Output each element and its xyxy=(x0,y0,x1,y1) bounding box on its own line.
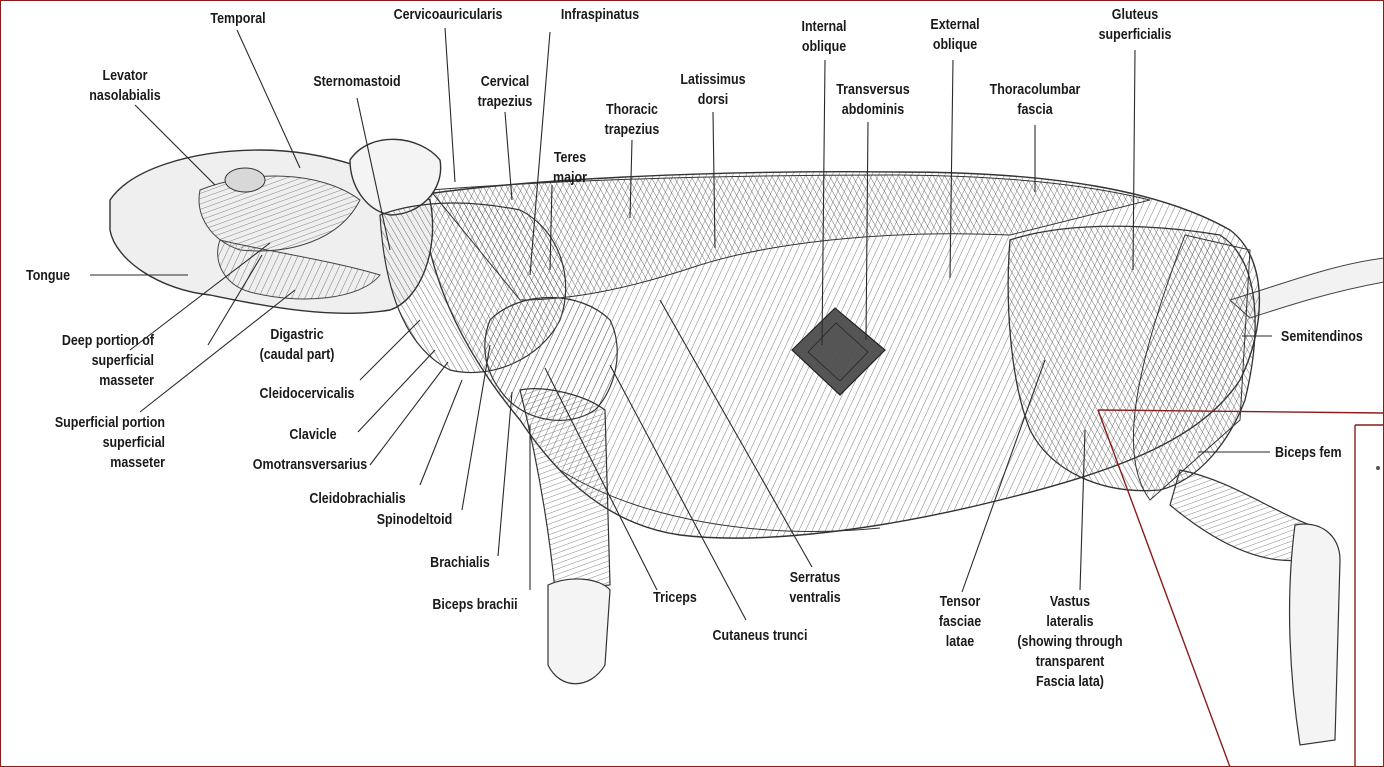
marker-dot xyxy=(1376,466,1380,470)
label-cleidobrachialis: Cleidobrachialis xyxy=(287,489,429,509)
label-sternomastoid: Sternomastoid xyxy=(297,72,417,92)
label-semitendinosus: Semitendinos xyxy=(1281,327,1363,347)
label-cervicoauricularis: Cervicoauricularis xyxy=(379,5,517,25)
hind-foot xyxy=(1290,524,1340,745)
label-omotransversarius: Omotransversarius xyxy=(241,455,379,475)
label-triceps: Triceps xyxy=(641,588,710,608)
label-clavicle: Clavicle xyxy=(274,425,351,445)
label-brachialis: Brachialis xyxy=(417,553,503,573)
label-biceps-brachii: Biceps brachii xyxy=(415,595,535,615)
label-cutaneus-trunci: Cutaneus trunci xyxy=(700,626,820,646)
forepaw xyxy=(548,579,610,684)
label-infraspinatus: Infraspinatus xyxy=(544,5,656,25)
label-temporal: Temporal xyxy=(186,9,289,29)
lower-leg xyxy=(1170,470,1310,560)
label-digastric: Digastric(caudal part) xyxy=(245,325,348,365)
label-spinodeltoid: Spinodeltoid xyxy=(356,510,472,530)
label-cleidocervicalis: Cleidocervicalis xyxy=(243,384,372,404)
label-biceps-femoris: Biceps fem xyxy=(1275,443,1342,463)
label-tongue: Tongue xyxy=(26,266,70,286)
forearm xyxy=(520,389,610,590)
